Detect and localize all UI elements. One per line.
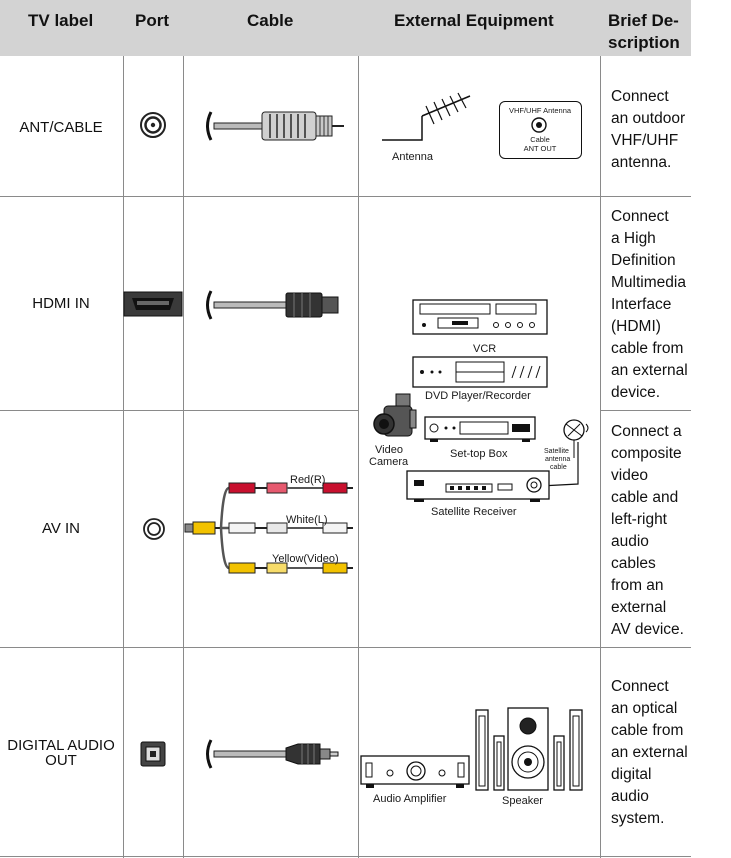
video-camera-label-2: Camera [369, 456, 409, 468]
speaker-label: Speaker [502, 795, 543, 807]
optical-port-icon [140, 741, 166, 767]
coax-port-icon [140, 112, 166, 138]
grid-line [600, 56, 601, 858]
header-brief-description-1: Brief De- [608, 11, 679, 30]
row-divider [0, 647, 691, 648]
wall-plate-ant-out: ANT OUT [523, 144, 557, 153]
row-label-digital-audio-2: OUT [45, 752, 77, 769]
satellite-antenna-label-3: cable [550, 464, 567, 471]
hdmi-cable-icon [206, 290, 339, 320]
cable-label-red: Red(R) [290, 474, 326, 486]
audio-amplifier-label: Audio Amplifier [373, 793, 447, 805]
cable-label-white: White(L) [286, 514, 328, 526]
video-camera-label-1: Video [375, 444, 403, 456]
satellite-antenna-label-2: antenna [545, 456, 571, 463]
row-label-ant-cable: ANT/CABLE [19, 119, 103, 136]
grid-line [183, 56, 184, 858]
grid-line [358, 56, 359, 858]
dvd-icon [412, 356, 548, 388]
table-header [0, 0, 691, 56]
settop-box-label: Set-top Box [450, 448, 508, 460]
row-divider [0, 196, 691, 197]
settop-box-icon [424, 416, 536, 442]
cable-label-yellow: Yellow(Video) [272, 553, 339, 565]
vcr-icon [412, 299, 548, 335]
header-tv-label: TV label [28, 11, 94, 30]
coax-socket-icon [531, 117, 547, 133]
coax-cable-icon [206, 111, 344, 141]
satellite-antenna-label-1: Satellite [544, 448, 569, 455]
audio-amplifier-icon [360, 755, 470, 788]
grid-line [123, 56, 124, 858]
dvd-label: DVD Player/Recorder [425, 390, 531, 402]
wall-plate-cable: Cable [530, 135, 550, 144]
row-label-digital-audio-1: DIGITAL AUDIO [7, 737, 115, 754]
antenna-label: Antenna [392, 151, 433, 163]
header-port: Port [135, 11, 169, 30]
satellite-receiver-label: Satellite Receiver [431, 506, 517, 518]
wall-plate-title: VHF/UHF Antenna [508, 106, 572, 115]
av-port-icon [143, 518, 165, 540]
row-label-hdmi-in: HDMI IN [32, 295, 90, 312]
header-external-equipment: External Equipment [394, 11, 554, 30]
vcr-label: VCR [473, 343, 497, 355]
row-divider [0, 410, 358, 411]
satellite-dish-icon [539, 419, 589, 487]
satellite-receiver-icon [406, 470, 550, 502]
antenna-icon [382, 92, 471, 141]
hdmi-port-icon [123, 291, 183, 317]
video-camera-icon [373, 393, 417, 437]
speaker-system-icon [475, 707, 583, 791]
row-divider [0, 856, 691, 857]
row-label-av-in: AV IN [41, 520, 81, 537]
av-cable-icon [184, 482, 353, 574]
row-divider [600, 410, 691, 411]
optical-cable-icon [206, 739, 339, 769]
header-brief-description-2: scription [608, 33, 680, 52]
header-cable: Cable [247, 11, 294, 30]
